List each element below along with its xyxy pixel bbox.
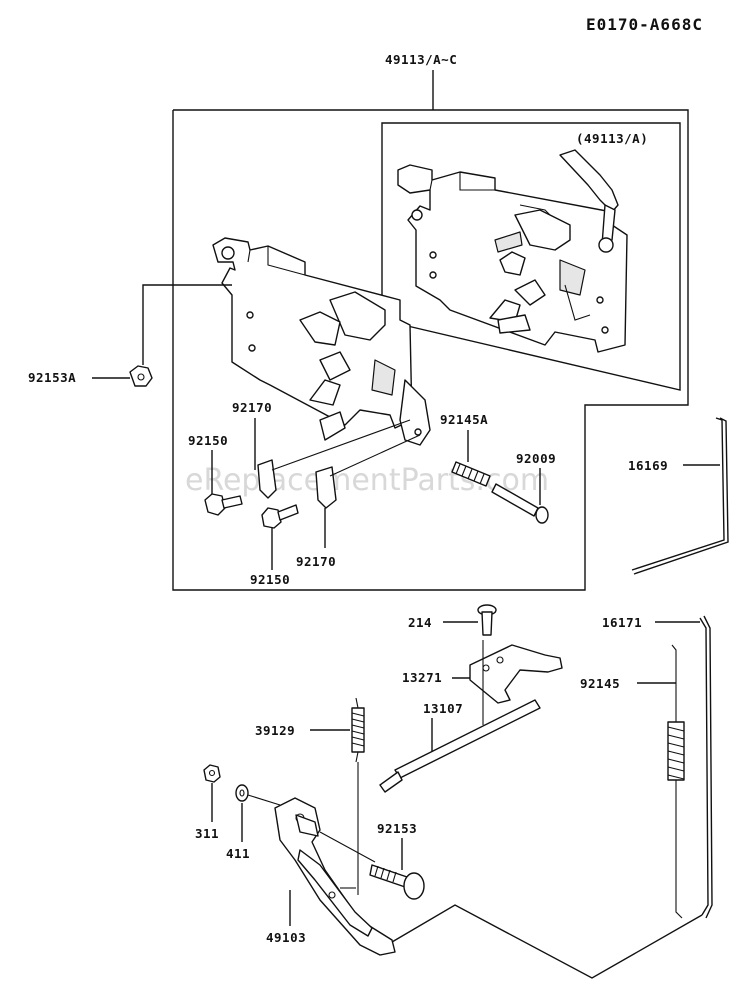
screw-92009 — [491, 483, 549, 524]
label-49113-a-c: 49113/A~C — [385, 52, 457, 67]
inset-control-plate — [397, 149, 628, 353]
clip-92170-top — [257, 459, 277, 499]
lever-49103 — [274, 797, 396, 956]
bolt-92150-bottom — [261, 504, 299, 529]
washer-411 — [235, 784, 249, 802]
label-92009: 92009 — [516, 451, 556, 466]
label-92170-bottom: 92170 — [296, 554, 336, 569]
alignment-line-b — [329, 434, 421, 477]
label-13107: 13107 — [423, 701, 463, 716]
clip-92170-bottom — [315, 466, 337, 509]
assembly-frame — [172, 70, 689, 591]
diagram-code: E0170-A668C — [586, 15, 703, 34]
nut-311 — [203, 764, 221, 783]
plate-13271 — [469, 644, 563, 704]
connector-lever-to-rod — [391, 904, 703, 979]
spring-92145 — [667, 644, 685, 919]
label-92145: 92145 — [580, 676, 620, 691]
rod-16171 — [699, 615, 713, 919]
label-49113-a: (49113/A) — [576, 131, 648, 146]
bolt-92150-top — [204, 493, 243, 516]
spring-39129 — [351, 697, 365, 895]
inset-frame — [381, 122, 681, 391]
screw-214 — [477, 604, 497, 636]
spring-92145a — [451, 461, 491, 487]
label-92150-bottom: 92150 — [250, 572, 290, 587]
alignment-line-a — [271, 419, 411, 471]
label-92150-top: 92150 — [188, 433, 228, 448]
rod-16169 — [631, 417, 729, 575]
main-control-plate — [212, 237, 431, 446]
label-92145a: 92145A — [440, 412, 488, 427]
label-311: 311 — [195, 826, 219, 841]
label-39129: 39129 — [255, 723, 295, 738]
label-49103: 49103 — [266, 930, 306, 945]
label-92153a: 92153A — [28, 370, 76, 385]
shaft-13107 — [379, 640, 541, 793]
label-411: 411 — [226, 846, 250, 861]
label-16171: 16171 — [602, 615, 642, 630]
nut-92153a — [129, 284, 232, 387]
label-214: 214 — [408, 615, 432, 630]
label-92170-top: 92170 — [232, 400, 272, 415]
alignment-line-411 — [247, 794, 281, 806]
label-16169: 16169 — [628, 458, 668, 473]
label-13271: 13271 — [402, 670, 442, 685]
label-92153: 92153 — [377, 821, 417, 836]
bolt-92153 — [369, 864, 425, 900]
